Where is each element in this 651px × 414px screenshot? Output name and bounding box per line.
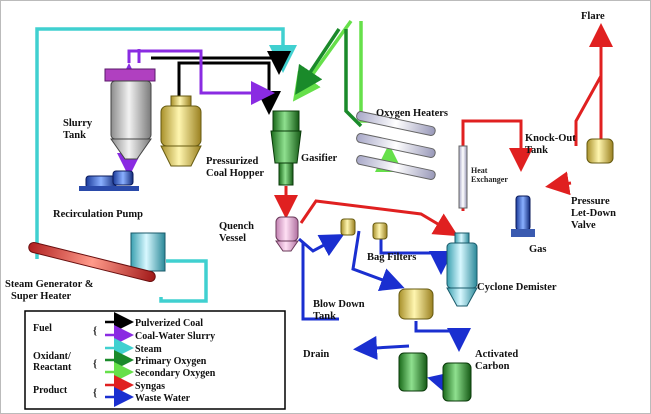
label-flare: Flare <box>581 11 605 22</box>
oxygen-heaters <box>356 111 436 180</box>
label-gasifier: Gasifier <box>301 153 337 164</box>
label-oxygen-heaters: Oxygen Heaters <box>376 108 448 119</box>
waste-water-lines <box>298 230 471 396</box>
label-bag-filters: Bag Filters <box>367 252 416 263</box>
steam-lines <box>35 27 297 303</box>
legend-group-product: Product <box>33 385 68 396</box>
primary-oxygen-lines <box>295 28 363 128</box>
legend-secondary-oxygen: Secondary Oxygen <box>135 368 216 379</box>
label-cyclone-demister: Cyclone Demister <box>477 282 557 293</box>
legend: Fuel Oxidant/Reactant Product { { { Pulv… <box>24 310 286 410</box>
legend-coal-water-slurry: Coal-Water Slurry <box>135 331 215 342</box>
bag-filters <box>340 218 388 240</box>
recirculation-pump <box>79 170 139 191</box>
heat-exchanger <box>458 145 468 209</box>
legend-pulverized-coal: Pulverized Coal <box>135 318 203 329</box>
quench-vessel <box>275 216 299 252</box>
slurry-tank <box>104 68 156 160</box>
activated-carbon-tanks <box>398 352 472 402</box>
label-recirculation-pump: Recirculation Pump <box>53 209 143 220</box>
cyclone-demister <box>446 232 478 307</box>
syngas-lines <box>274 23 613 237</box>
brace-fuel: { <box>93 326 97 337</box>
blow-down-tank <box>398 288 434 320</box>
legend-syngas: Syngas <box>135 381 165 392</box>
coal-lines <box>151 51 291 115</box>
steam-generator <box>28 232 166 283</box>
legend-waste-water: Waste Water <box>135 393 191 404</box>
gasifier <box>270 110 302 186</box>
legend-group-fuel: Fuel <box>33 323 52 334</box>
label-gas: Gas <box>529 244 547 255</box>
label-steam-generator: Steam Generator &Super Heater <box>5 279 94 302</box>
brace-product: { <box>93 388 97 399</box>
legend-primary-oxygen: Primary Oxygen <box>135 356 207 367</box>
legend-steam: Steam <box>135 344 162 355</box>
knock-out-tank <box>586 138 614 164</box>
let-down-valve <box>511 195 535 237</box>
brace-oxidant: { <box>93 359 97 370</box>
label-drain: Drain <box>303 349 329 360</box>
coal-hopper <box>160 95 202 167</box>
legend-group-oxidant: Oxidant/Reactant <box>33 351 72 373</box>
